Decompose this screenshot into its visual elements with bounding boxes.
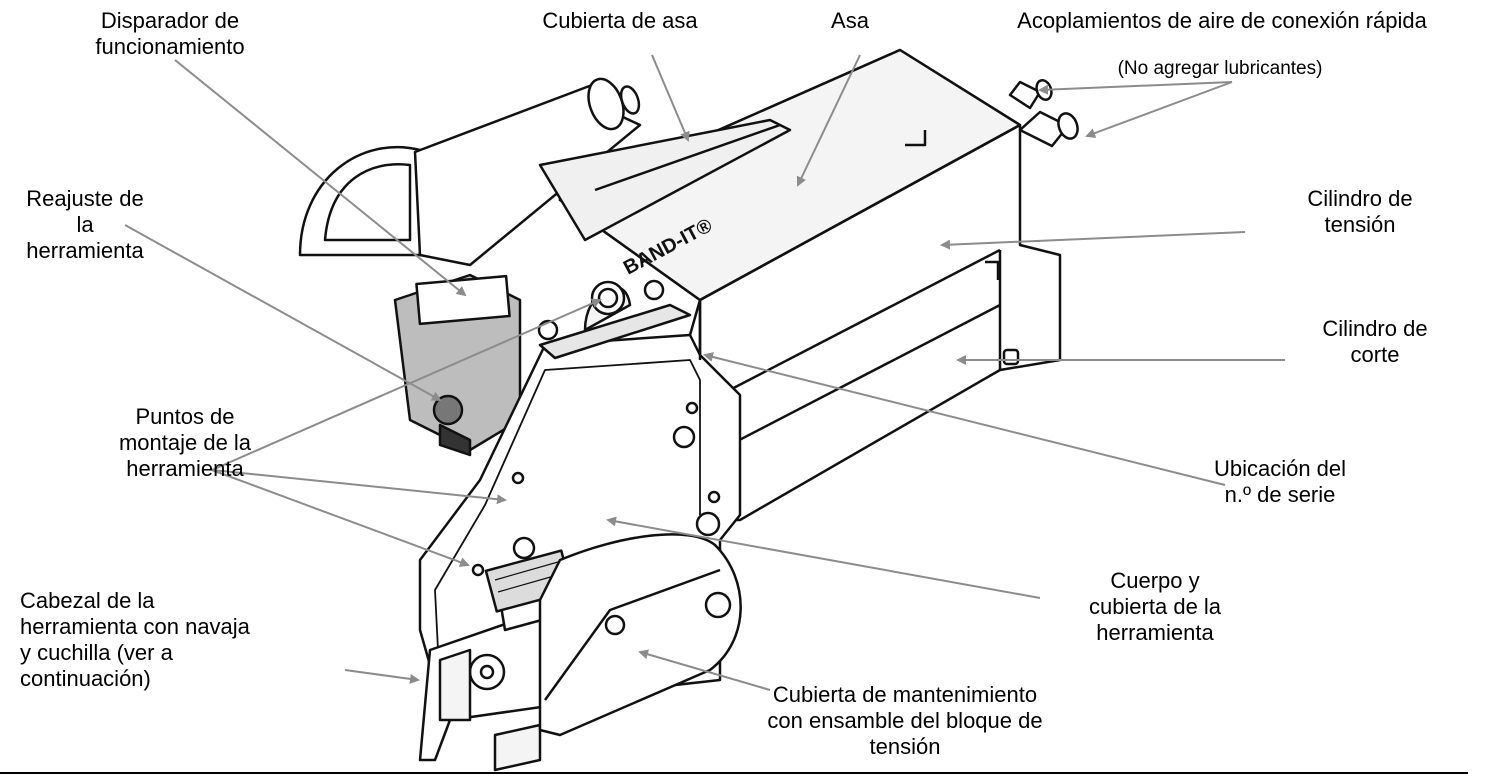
leader-body-cover <box>606 516 1041 599</box>
leader-maintenance <box>638 649 771 691</box>
label-cut-cylinder: Cilindro de corte <box>1322 316 1428 367</box>
label-body-cover: Cuerpo y cubierta de la herramienta <box>1088 568 1222 645</box>
label-air-couplings: Acoplamientos de aire de conexión rápida <box>1017 8 1427 33</box>
leader-tension-cylinder <box>940 231 1246 250</box>
label-trigger: Disparador de funcionamiento <box>95 8 245 59</box>
leader-mount-2 <box>211 469 507 505</box>
label-tool-head: Cabezal de la herramienta con navaja y c… <box>20 588 250 691</box>
leader-air-2 <box>1085 81 1233 138</box>
trigger-block <box>415 274 511 326</box>
roller-cylinder <box>298 77 642 267</box>
leader-mount-1 <box>211 298 602 471</box>
leader-tool-reset <box>124 224 442 401</box>
label-handle-cover: Cubierta de asa <box>542 8 698 33</box>
leader-lines <box>124 54 1285 691</box>
label-mount-points: Puntos de montaje de la herramienta <box>118 404 252 481</box>
maintenance-cover <box>538 533 742 737</box>
leader-tool-head <box>344 669 420 684</box>
label-handle: Asa <box>831 8 869 33</box>
bottom-rule <box>0 772 1468 774</box>
handle <box>538 118 792 242</box>
top-clamp <box>537 279 692 360</box>
tool-illustration <box>298 48 1079 772</box>
label-maintenance-cover: Cubierta de mantenimiento con ensamble d… <box>767 682 1043 759</box>
label-serial-location: Ubicación del n.º de serie <box>1213 456 1347 507</box>
label-tension-cylinder: Cilindro de tensión <box>1307 186 1413 237</box>
leader-air-1 <box>1038 81 1233 95</box>
label-tool-reset: Reajuste de la herramienta <box>26 186 144 263</box>
leader-mount-3 <box>211 469 470 567</box>
leader-serial <box>703 352 1226 486</box>
leader-handle <box>796 54 861 187</box>
leader-trigger <box>174 59 467 297</box>
label-no-lubricants: (No agregar lubricantes) <box>1117 58 1323 79</box>
leader-handle-cover <box>651 54 690 142</box>
